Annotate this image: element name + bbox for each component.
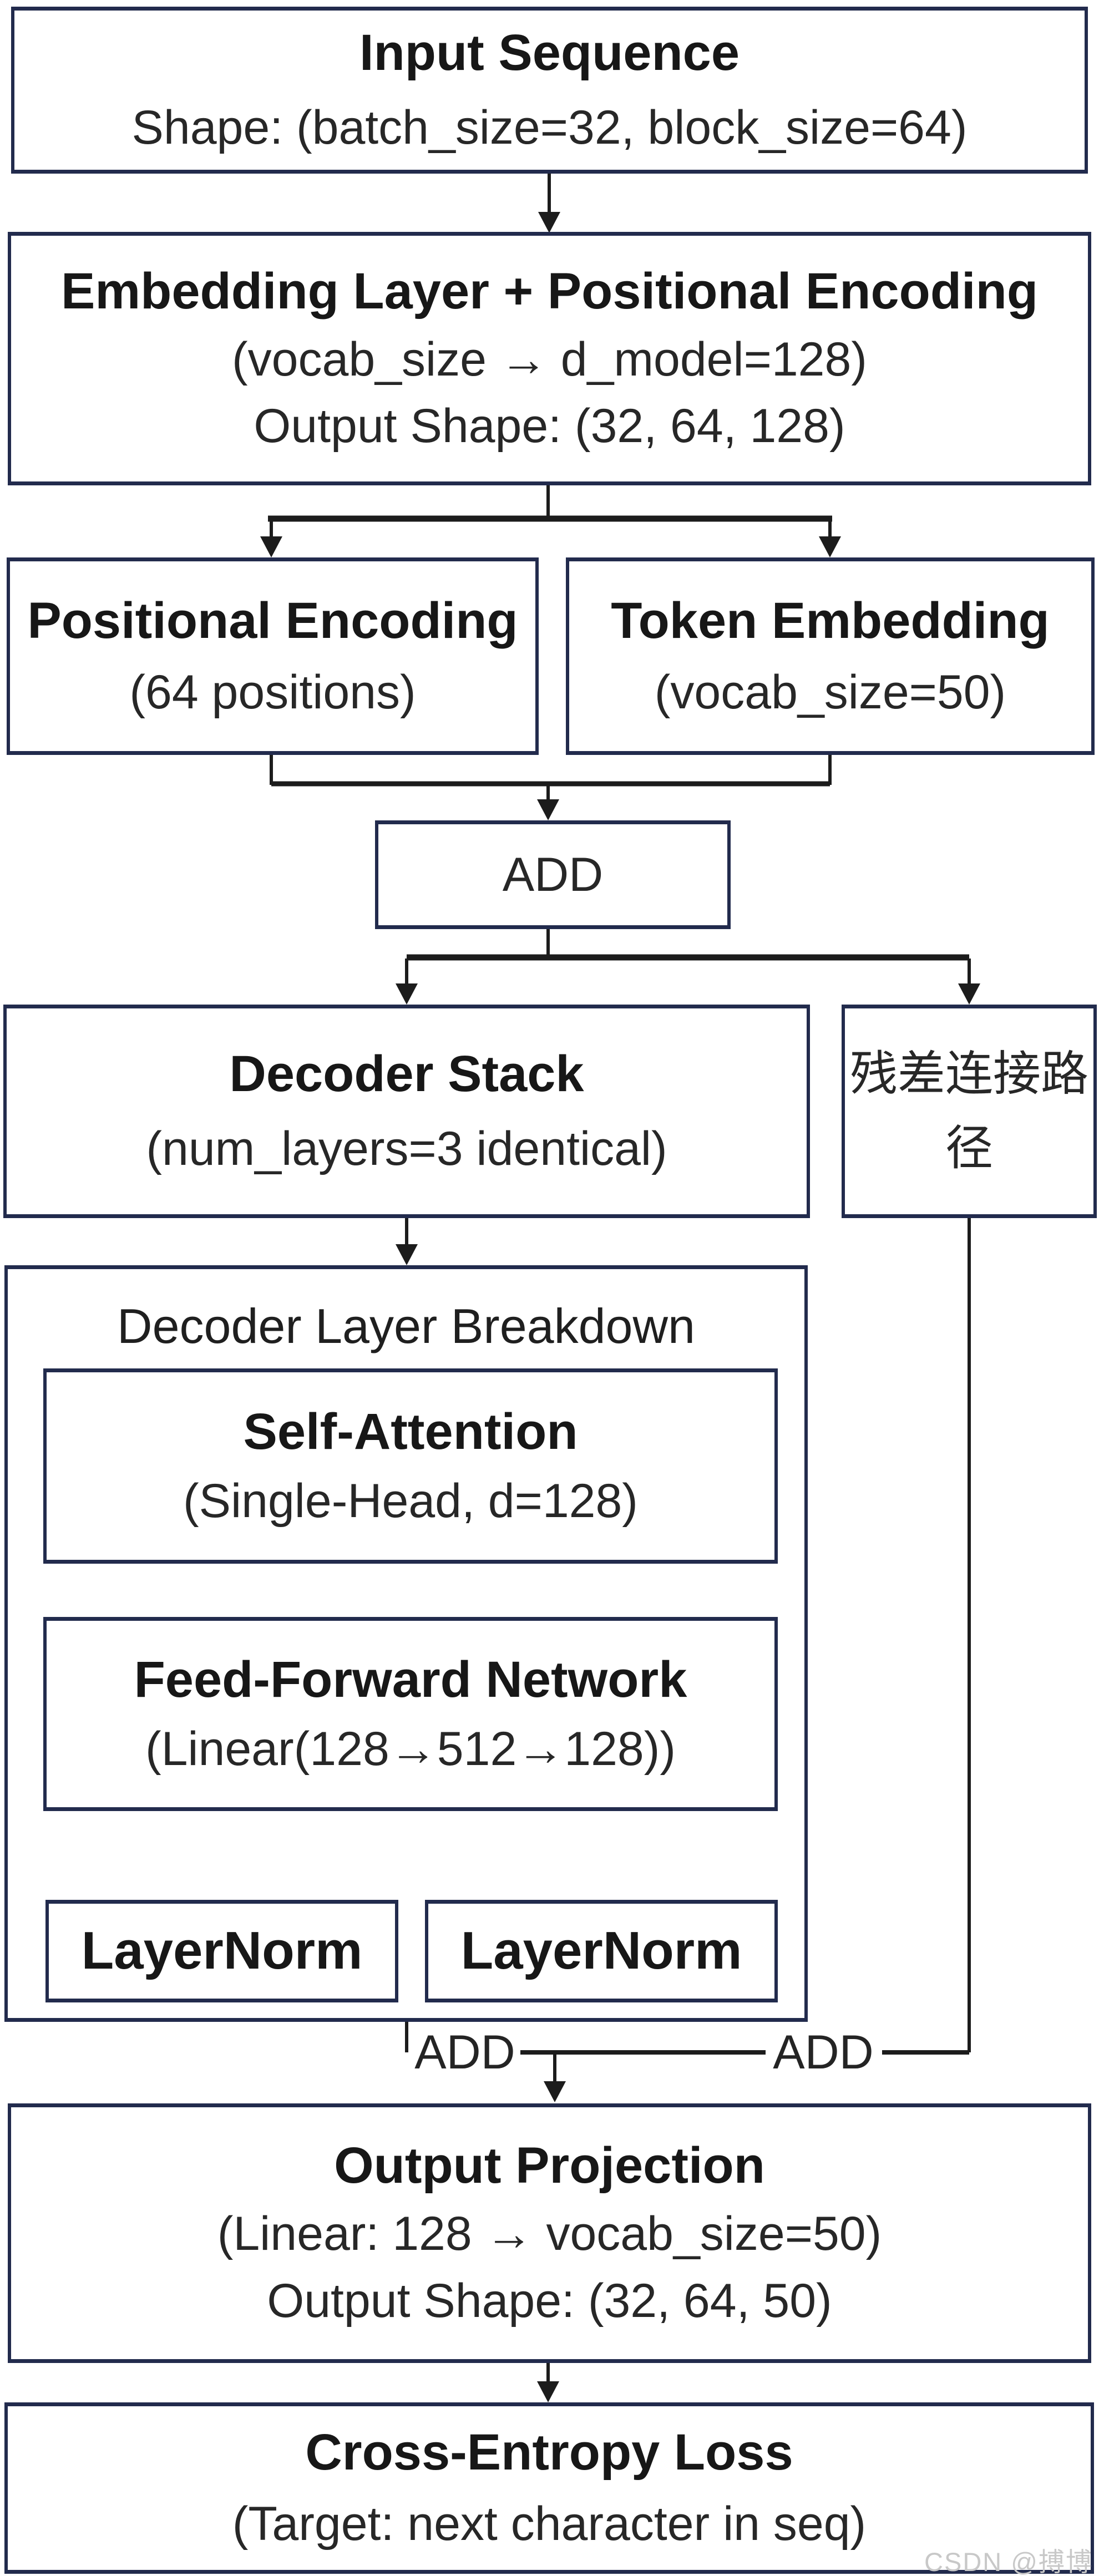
node-token-embedding: Token Embedding (vocab_size=50) — [566, 557, 1095, 755]
node-label: ADD — [502, 848, 604, 901]
node-positional-encoding: Positional Encoding (64 positions) — [7, 557, 539, 755]
node-add: ADD — [375, 820, 731, 929]
node-title: Token Embedding — [611, 592, 1050, 649]
node-label: LayerNorm — [81, 1921, 363, 1981]
breakdown-label: Decoder Layer Breakdown — [117, 1299, 695, 1353]
node-label: LayerNorm — [460, 1921, 742, 1981]
node-title: Decoder Stack — [229, 1046, 584, 1103]
node-output-projection: Output Projection (Linear: 128 → vocab_s… — [8, 2103, 1091, 2363]
arrowhead-down-icon — [396, 983, 418, 1005]
node-subtitle: Output Shape: (32, 64, 128) — [254, 399, 845, 453]
node-title: Positional Encoding — [27, 592, 518, 649]
node-label: 残差连接路径 — [850, 1047, 1088, 1175]
add-junction-right-label: ADD — [773, 2026, 874, 2079]
node-self-attention: Self-Attention (Single-Head, d=128) — [43, 1368, 778, 1564]
node-feed-forward-network: Feed-Forward Network (Linear(128→512→128… — [43, 1617, 778, 1811]
arrowhead-down-icon — [260, 536, 282, 557]
node-title: Cross-Entropy Loss — [305, 2424, 793, 2481]
node-subtitle: (64 positions) — [129, 665, 416, 719]
node-subtitle: (Target: next character in seq) — [232, 2497, 867, 2551]
arrowhead-down-icon — [396, 1244, 418, 1265]
node-title: Input Sequence — [359, 24, 740, 82]
node-title: Feed-Forward Network — [134, 1651, 687, 1708]
arrowhead-down-icon — [819, 536, 841, 557]
node-title: Embedding Layer + Positional Encoding — [60, 262, 1039, 320]
csdn-watermark: CSDN @搏博 — [924, 2547, 1093, 2576]
node-residual-path: 残差连接路径 — [842, 1005, 1097, 1218]
node-subtitle: Shape: (batch_size=32, block_size=64) — [131, 101, 968, 155]
node-layernorm-right: LayerNorm — [425, 1900, 778, 2002]
add-junction-left-label: ADD — [414, 2026, 515, 2079]
node-subtitle: (num_layers=3 identical) — [146, 1122, 667, 1176]
node-subtitle: (vocab_size → d_model=128) — [232, 332, 867, 386]
node-layernorm-left: LayerNorm — [45, 1900, 398, 2002]
node-embedding-layer: Embedding Layer + Positional Encoding (v… — [8, 232, 1091, 485]
node-title: Output Projection — [334, 2137, 765, 2194]
arrowhead-down-icon — [544, 2081, 566, 2102]
node-cross-entropy-loss: Cross-Entropy Loss (Target: next charact… — [4, 2402, 1094, 2574]
node-subtitle: (Linear: 128 → vocab_size=50) — [217, 2207, 882, 2261]
node-subtitle: (Single-Head, d=128) — [183, 1474, 638, 1528]
node-decoder-stack: Decoder Stack (num_layers=3 identical) — [3, 1005, 810, 1218]
node-subtitle: (vocab_size=50) — [654, 665, 1006, 719]
node-title: Self-Attention — [243, 1403, 578, 1460]
arrowhead-down-icon — [538, 212, 560, 233]
arrowhead-down-icon — [537, 2381, 559, 2402]
node-subtitle: Output Shape: (32, 64, 50) — [267, 2274, 832, 2327]
node-input-sequence: Input Sequence Shape: (batch_size=32, bl… — [11, 7, 1088, 174]
node-subtitle: (Linear(128→512→128)) — [145, 1722, 676, 1776]
arrowhead-down-icon — [958, 983, 980, 1005]
arrowhead-down-icon — [537, 799, 559, 820]
